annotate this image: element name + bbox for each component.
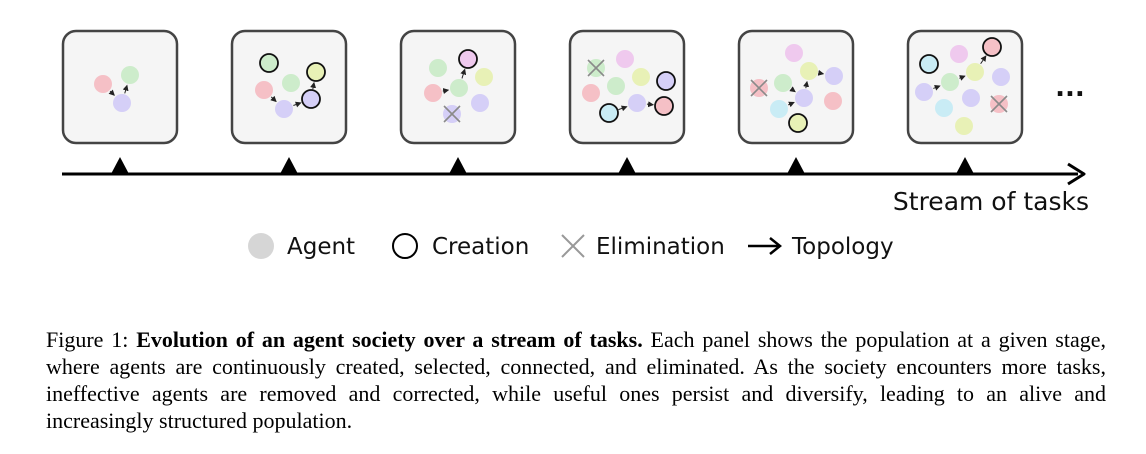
agent-node	[825, 67, 843, 85]
agent-node	[992, 68, 1010, 86]
created-agent-node	[982, 37, 1002, 57]
topology-edge	[108, 89, 115, 96]
agent-node	[275, 100, 293, 118]
panel-frame	[737, 29, 855, 145]
agent-node	[800, 62, 818, 80]
agent-node	[94, 75, 112, 93]
agent-node	[632, 68, 650, 86]
agent-node	[962, 89, 980, 107]
agent-node	[795, 89, 813, 107]
topology-edge	[460, 68, 467, 79]
agent-node	[429, 59, 447, 77]
timeline-tick	[618, 157, 636, 174]
panel-2	[230, 29, 348, 145]
agent-node	[628, 94, 646, 112]
agent-node	[966, 63, 984, 81]
timeline-arrowhead	[1067, 162, 1086, 186]
caption-prefix: Figure 1:	[46, 327, 137, 352]
agent-node	[616, 50, 634, 68]
created-agent-node	[599, 103, 619, 123]
topology-edge	[817, 69, 825, 76]
panel-5	[737, 29, 855, 145]
eliminated-mark	[443, 105, 461, 123]
legend-agent-label: Agent	[287, 234, 355, 260]
agent-node	[282, 74, 300, 92]
task-panels	[61, 29, 1024, 145]
eliminated-mark	[750, 79, 768, 97]
topology-edge	[293, 101, 302, 108]
eliminated-mark	[990, 95, 1008, 113]
created-agent-node	[656, 71, 676, 91]
created-agent-node	[259, 53, 279, 73]
topology-edge	[959, 75, 966, 81]
caption-title: Evolution of an agent society over a str…	[136, 327, 643, 352]
topology-edge	[803, 80, 810, 89]
topology-edge	[270, 95, 277, 103]
panel-1	[61, 29, 179, 145]
agent-node	[113, 94, 131, 112]
agent-node	[941, 73, 959, 91]
created-agent-node	[306, 62, 326, 82]
legend-creation-swatch	[392, 233, 418, 259]
topology-edge	[310, 81, 317, 90]
timeline-tick	[956, 157, 974, 174]
legend-topology-icon	[748, 237, 783, 255]
legend-elimination-label: Elimination	[596, 234, 725, 260]
agent-node	[774, 74, 792, 92]
caption-body: Each panel shows the population at a giv…	[46, 327, 1106, 433]
legend-creation-label: Creation	[432, 234, 529, 260]
topology-edge	[442, 88, 450, 94]
created-agent-node	[654, 96, 674, 116]
topology-edge	[980, 55, 987, 65]
evolution-diagram: Stream of tasks ... Agent Creation Elimi…	[61, 29, 1089, 260]
timeline-tick	[280, 157, 298, 174]
agent-node	[121, 66, 139, 84]
agent-node	[770, 100, 788, 118]
agent-node	[935, 99, 953, 117]
agent-node	[582, 84, 600, 102]
timeline-tick	[787, 157, 805, 174]
created-agent-node	[301, 89, 321, 109]
legend-topology-label: Topology	[791, 234, 894, 260]
panel-3	[399, 29, 517, 145]
legend: Agent Creation Elimination Topology	[248, 233, 894, 260]
created-agent-node	[458, 49, 478, 69]
agent-node	[475, 68, 493, 86]
agent-node	[950, 45, 968, 63]
topology-edge	[933, 84, 941, 91]
panel-6	[906, 29, 1024, 145]
eliminated-mark	[587, 59, 605, 77]
timeline-ticks	[111, 157, 974, 174]
agent-node	[255, 81, 273, 99]
agent-node	[785, 44, 803, 62]
created-agent-node	[919, 54, 939, 74]
topology-edge	[646, 101, 655, 108]
topology-edge	[787, 101, 795, 108]
legend-agent-swatch	[248, 233, 274, 259]
agent-node	[450, 79, 468, 97]
agent-node	[607, 77, 625, 95]
panel-frame	[61, 29, 179, 145]
agent-node	[955, 117, 973, 135]
legend-elimination-icon	[561, 234, 585, 258]
timeline-tick	[111, 157, 129, 174]
topology-edge	[618, 105, 628, 112]
created-agent-node	[788, 113, 808, 133]
agent-node	[471, 94, 489, 112]
timeline-tick	[449, 157, 467, 174]
figure-caption: Figure 1: Evolution of an agent society …	[46, 326, 1106, 434]
panel-frame	[568, 29, 686, 145]
agent-node	[824, 92, 842, 110]
axis-label: Stream of tasks	[893, 187, 1089, 216]
panel-4	[568, 29, 686, 145]
agent-node	[424, 84, 442, 102]
topology-edge	[789, 86, 796, 93]
ellipsis: ...	[1055, 73, 1085, 103]
topology-edge	[122, 84, 129, 94]
agent-node	[915, 83, 933, 101]
